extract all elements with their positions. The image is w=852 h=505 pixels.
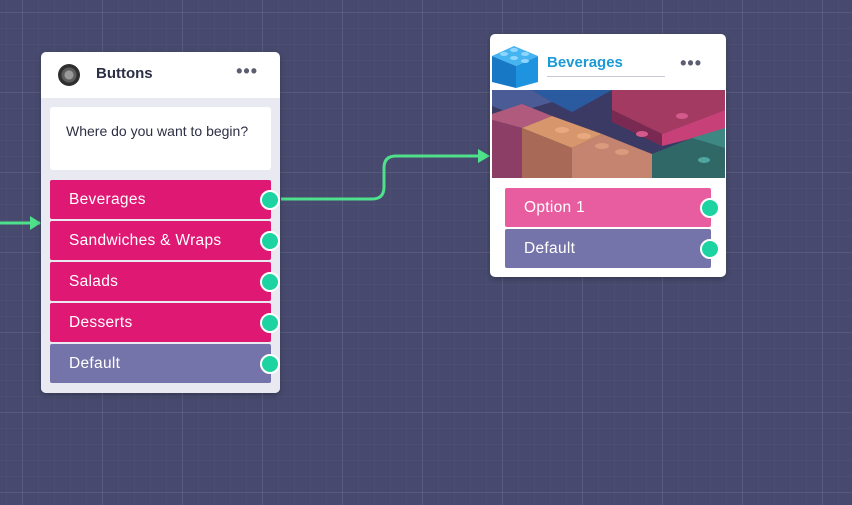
buttons-node-body: Where do you want to begin? Beverages Sa…	[41, 98, 280, 393]
more-dots-icon[interactable]: •••	[236, 61, 258, 81]
gear-icon	[58, 64, 80, 86]
beverages-options: Option 1 Default	[505, 188, 720, 270]
output-port[interactable]	[260, 313, 280, 333]
option-label: Salads	[69, 273, 119, 290]
option-label: Sandwiches & Wraps	[69, 232, 222, 249]
output-port[interactable]	[260, 190, 280, 210]
option-label: Default	[524, 240, 576, 257]
option-default[interactable]: Default	[50, 344, 280, 383]
option-salads[interactable]: Salads	[50, 262, 280, 301]
output-port[interactable]	[700, 239, 720, 259]
buttons-node-title: Buttons	[96, 65, 153, 82]
lego-bricks-image	[492, 90, 725, 178]
buttons-node-header[interactable]: Buttons •••	[41, 52, 280, 98]
option-default[interactable]: Default	[505, 229, 720, 268]
beverages-node-title[interactable]: Beverages	[547, 54, 623, 71]
option-sandwiches-wraps[interactable]: Sandwiches & Wraps	[50, 221, 280, 260]
option-label: Default	[69, 355, 121, 372]
option-1[interactable]: Option 1	[505, 188, 720, 227]
lego-brick-icon	[492, 46, 538, 88]
buttons-node[interactable]: Buttons ••• Where do you want to begin? …	[41, 52, 280, 393]
output-port[interactable]	[700, 198, 720, 218]
option-beverages[interactable]: Beverages	[50, 180, 280, 219]
option-desserts[interactable]: Desserts	[50, 303, 280, 342]
incoming-arrow-icon	[30, 216, 41, 230]
option-label: Option 1	[524, 199, 585, 216]
option-label: Desserts	[69, 314, 133, 331]
output-port[interactable]	[260, 231, 280, 251]
more-dots-icon[interactable]: •••	[680, 53, 702, 73]
question-text[interactable]: Where do you want to begin?	[50, 107, 271, 170]
output-port[interactable]	[260, 354, 280, 374]
beverages-node[interactable]: Beverages ••• Option 1 Default	[490, 34, 726, 277]
output-port[interactable]	[260, 272, 280, 292]
beverages-arrow-icon	[478, 149, 490, 163]
beverages-connector[interactable]	[281, 154, 480, 201]
title-underline	[547, 76, 665, 77]
option-label: Beverages	[69, 191, 146, 208]
